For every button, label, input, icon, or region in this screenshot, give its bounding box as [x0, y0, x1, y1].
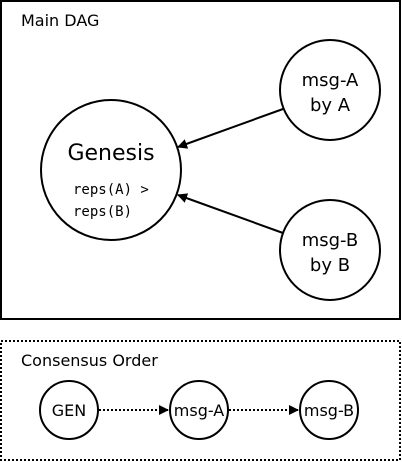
consensus-gen-label: GEN: [52, 401, 86, 420]
consensus-border: [0, 340, 401, 461]
consensus-msg-a-circle: [169, 380, 229, 440]
edge-msg-b-to-genesis: [177, 193, 284, 234]
msg-a-circle: [279, 39, 381, 141]
genesis-node: Genesis reps(A) > reps(B): [40, 99, 182, 241]
main-dag-border: [0, 0, 401, 320]
msg-b-node: msg-B by B: [279, 199, 381, 301]
genesis-note-line1: reps(A) >: [73, 182, 149, 198]
main-dag-panel: Main DAG Genesis reps(A) > reps(B) msg-A…: [0, 0, 401, 320]
msg-a-label-line2: by A: [310, 95, 351, 116]
genesis-label: Genesis: [67, 141, 154, 166]
consensus-msg-b-circle: [299, 380, 359, 440]
consensus-msg-a-label: msg-A: [174, 401, 225, 420]
consensus-title: Consensus Order: [21, 351, 158, 370]
consensus-gen-circle: [39, 380, 99, 440]
consensus-node-gen: GEN: [39, 380, 99, 440]
consensus-node-msg-b: msg-B: [299, 380, 359, 440]
consensus-node-msg-a: msg-A: [169, 380, 229, 440]
edge-msg-a-to-genesis: [177, 108, 284, 149]
genesis-note-line2: reps(B): [73, 204, 132, 220]
main-dag-title: Main DAG: [21, 11, 99, 30]
msg-b-label-line1: msg-B: [302, 230, 359, 251]
consensus-panel: Consensus Order GEN msg-A msg-B: [0, 340, 401, 461]
msg-a-label-line1: msg-A: [302, 70, 359, 91]
msg-a-node: msg-A by A: [279, 39, 381, 141]
msg-b-label-line2: by B: [310, 255, 350, 276]
msg-b-circle: [279, 199, 381, 301]
genesis-circle: [40, 99, 182, 241]
consensus-msg-b-label: msg-B: [304, 401, 354, 420]
